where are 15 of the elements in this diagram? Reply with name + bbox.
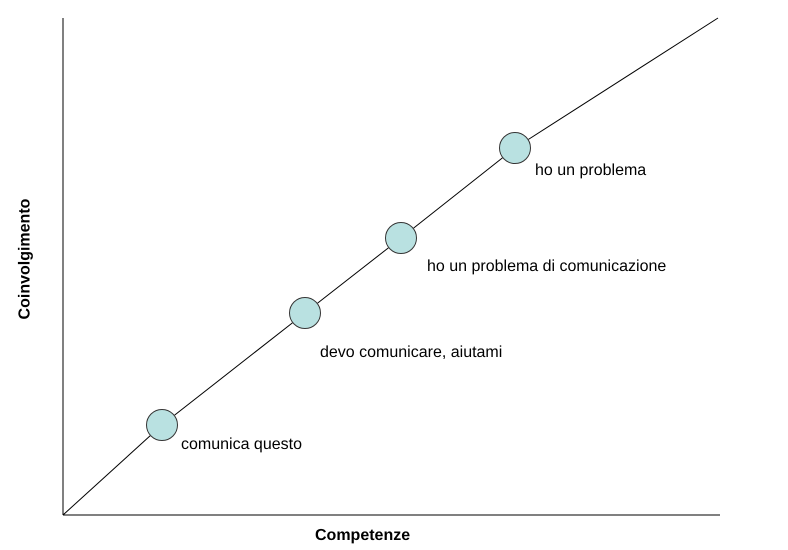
circle-marker — [146, 409, 178, 441]
line — [62, 435, 151, 516]
circle-marker — [289, 297, 321, 329]
circle-marker — [499, 132, 531, 164]
circle-marker — [385, 222, 417, 254]
point-label: comunica questo — [181, 436, 302, 454]
point-label: devo comunicare, aiutami — [320, 344, 502, 362]
axis-label: Competenze — [315, 527, 410, 545]
point-label: ho un problema di comunicazione — [427, 258, 666, 276]
point-label: ho un problema — [535, 162, 646, 180]
line — [528, 18, 718, 140]
axis-label: Coinvolgimento — [16, 198, 34, 320]
line — [174, 322, 293, 416]
line — [317, 247, 389, 304]
line — [413, 157, 503, 229]
